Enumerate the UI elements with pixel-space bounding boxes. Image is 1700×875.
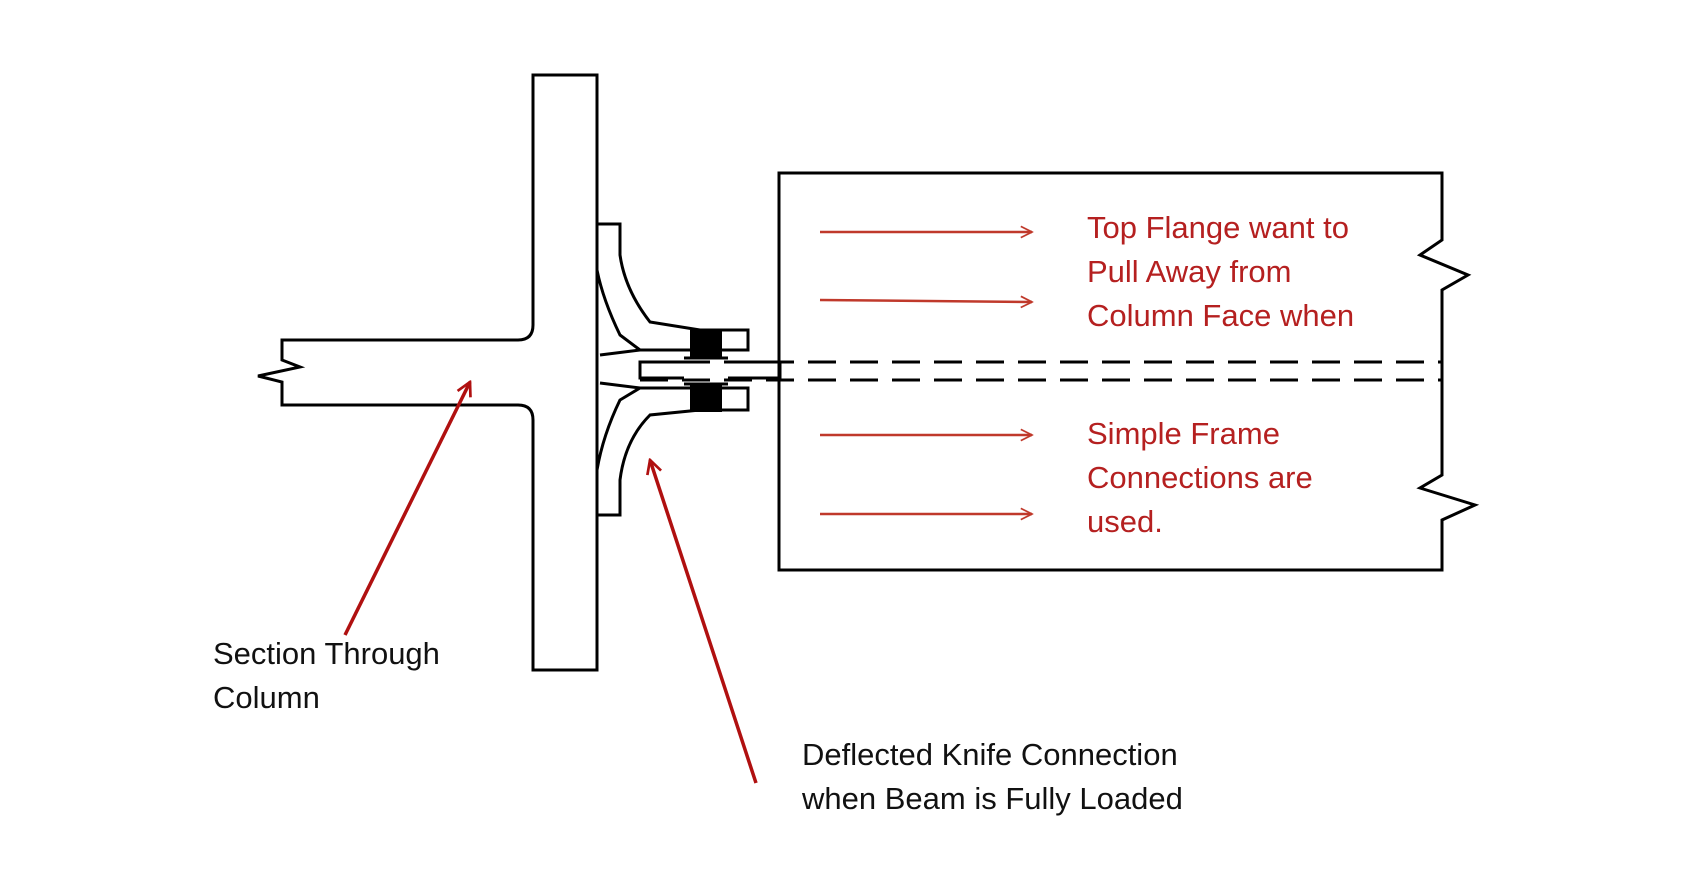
knife-plate-upper <box>597 222 750 357</box>
column-section <box>257 73 599 672</box>
knife-label-line-2: when Beam is Fully Loaded <box>802 781 1183 816</box>
beam-outline <box>777 171 1480 572</box>
knife-label-line-1: Deflected Knife Connection <box>802 737 1178 772</box>
beam-note-2: Simple Frame Connections are used. <box>1087 412 1313 544</box>
section-leader-arrow <box>343 382 470 636</box>
beam-note-line-2: Pull Away from <box>1087 254 1292 289</box>
knife-plate-lower-inner <box>595 386 641 471</box>
beam-note-line-1: Top Flange want to <box>1087 210 1349 245</box>
knife-plate-upper-inner <box>595 269 641 352</box>
beam-note: Top Flange want to Pull Away from Column… <box>1087 206 1354 338</box>
knife-label: Deflected Knife Connection when Beam is … <box>802 733 1183 821</box>
beam-note-line-3: Column Face when <box>1087 298 1355 333</box>
section-label: Section Through Column <box>213 632 440 720</box>
knife-leader-arrow <box>650 460 758 784</box>
section-label-line-1: Section Through <box>213 636 440 671</box>
section-label-line-2: Column <box>213 680 320 715</box>
force-arrow-2 <box>819 300 1032 302</box>
knife-plate-lower <box>597 381 750 517</box>
beam-note-2-line-2: Connections are <box>1087 460 1313 495</box>
beam-note-2-line-3: used. <box>1087 504 1163 539</box>
beam-note-2-line-1: Simple Frame <box>1087 416 1280 451</box>
